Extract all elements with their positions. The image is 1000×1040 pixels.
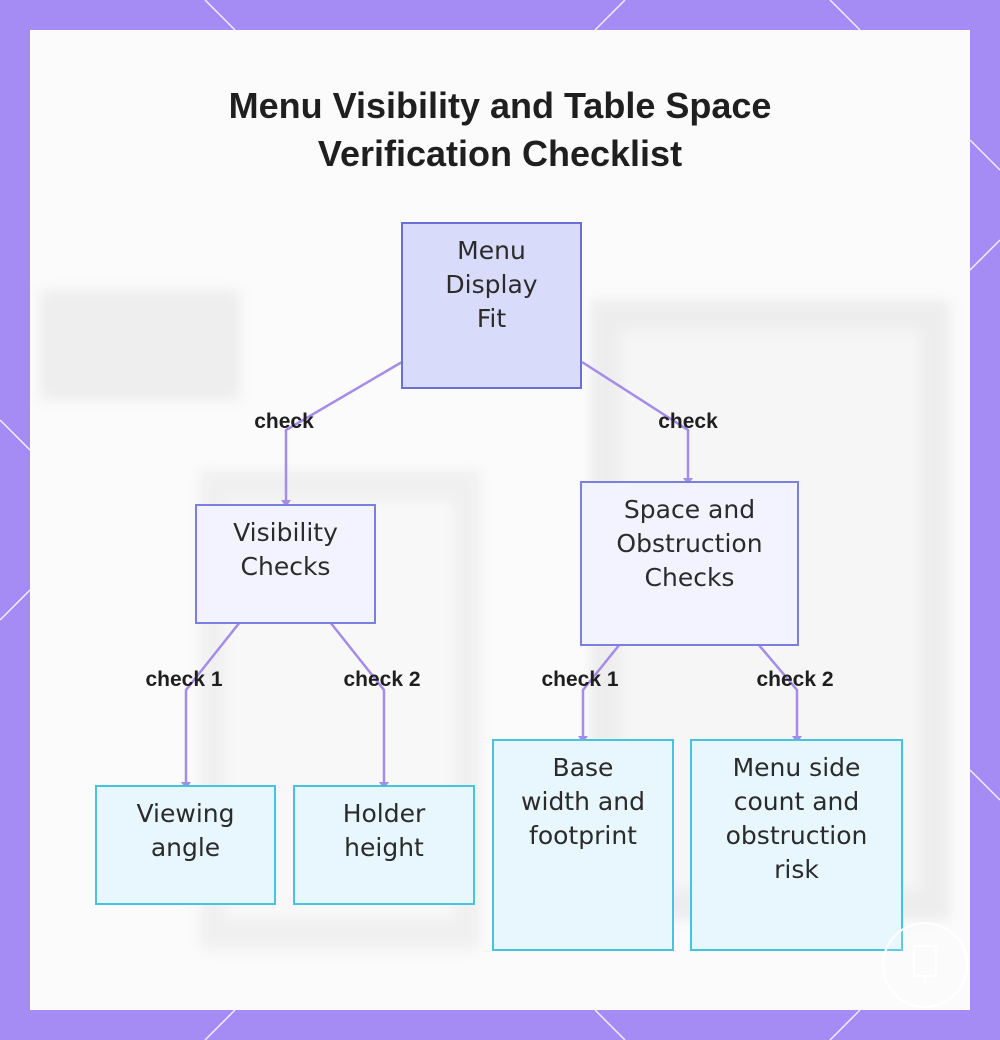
edge-label-check-1-space: check 1 [541,668,619,691]
node-text-line: obstruction [725,821,868,850]
node-text-line: Checks [240,552,331,581]
node-text-line: Space and [623,495,756,524]
node-text-line: Checks [644,563,735,592]
node-holder-height: Holder height [293,785,475,905]
node-text-line: Menu [457,236,526,265]
edge-label-check-1-visibility: check 1 [145,668,223,691]
node-text-line: Base [552,753,614,782]
node-base-width-and-footprint: Base width and footprint [492,739,674,951]
arrowhead [281,500,291,507]
node-text-line: Viewing [136,799,235,828]
node-text-line: width and [521,787,645,816]
node-text-line: count and [733,787,860,816]
connector-root-to-visibility [284,360,403,502]
node-text-line: Visibility [233,518,338,547]
connector-visibility-to-viewing [184,621,241,784]
edge-label-check-left: check [254,410,314,433]
node-text-line: footprint [529,821,637,850]
edge-label-check-2-space: check 2 [756,668,834,691]
connector-root-to-space [581,360,690,480]
diagram-title: Menu Visibility and Table Space Verifica… [0,82,1000,178]
edge-label-check-2-visibility: check 2 [343,668,421,691]
node-text-line: Fit [476,304,507,333]
node-text-line: Holder [342,799,426,828]
node-text-line: height [344,833,424,862]
corner-badge-icon [882,922,968,1008]
node-menu-side-count-and-obstruction-risk: Menu side count and obstruction risk [690,739,903,951]
node-viewing-angle: Viewing angle [95,785,276,905]
title-line-1: Menu Visibility and Table Space [228,85,772,126]
edge-label-check-right: check [658,410,718,433]
node-text-line: risk [774,855,819,884]
node-visibility-checks: Visibility Checks [195,504,376,624]
node-text-line: Display [445,270,538,299]
node-space-and-obstruction-checks: Space and Obstruction Checks [580,481,799,646]
connector-space-to-base [581,643,621,738]
connector-space-to-menuside [757,643,799,738]
node-text-line: Menu side [732,753,861,782]
connector-visibility-to-holder [329,621,386,784]
node-text-line: angle [150,833,221,862]
node-text-line: Obstruction [616,529,763,558]
node-menu-display-fit: Menu Display Fit [401,222,582,389]
title-line-2: Verification Checklist [317,133,683,174]
